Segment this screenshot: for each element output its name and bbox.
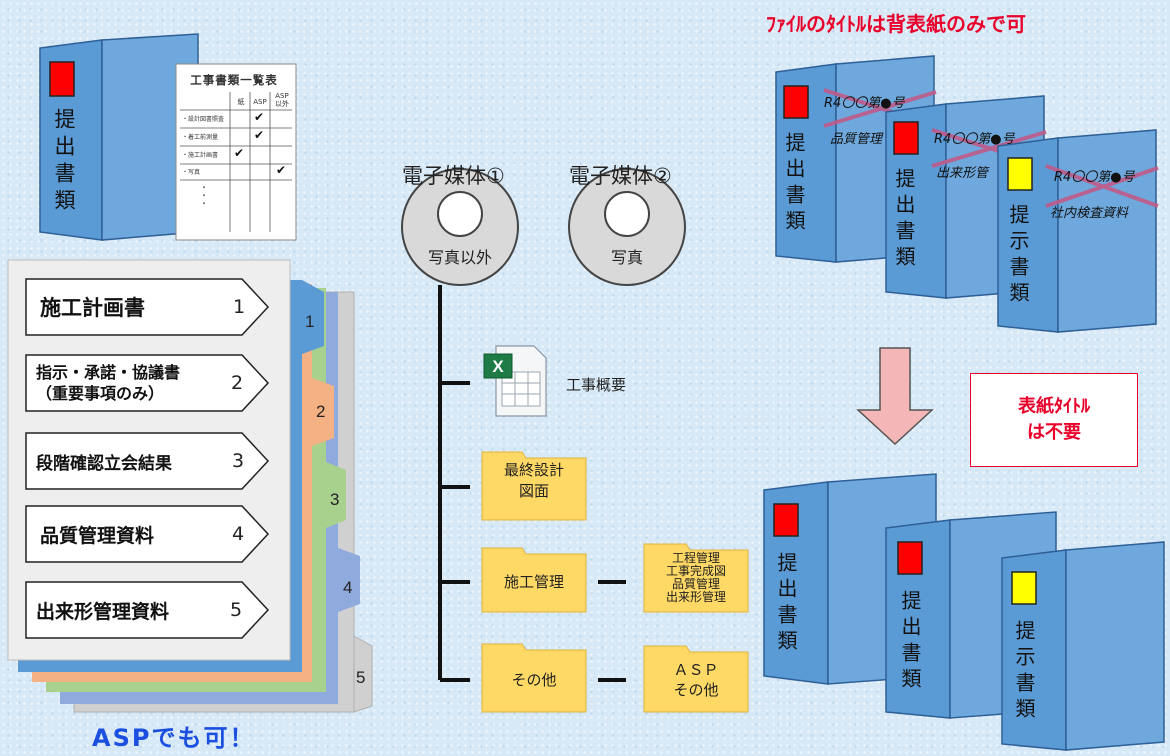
old-binder-1-sub-title: 品質管理 xyxy=(830,132,883,147)
excel-file-icon: X xyxy=(483,345,547,417)
red-label xyxy=(49,61,75,97)
index-card-3-number: 3 xyxy=(232,450,245,472)
old-binder-1-label: 提出書類 xyxy=(782,132,806,236)
old-binder-3-label: 提示書類 xyxy=(1006,204,1030,308)
index-card-1-shape xyxy=(25,278,270,336)
check-icon: ✔ xyxy=(234,146,245,160)
index-card-4-label: 品質管理資料 xyxy=(40,524,155,547)
media-disc-2 xyxy=(568,168,686,286)
check-icon: ✔ xyxy=(254,110,265,124)
tab-number-5: 5 xyxy=(356,668,366,687)
old-binder-3 xyxy=(997,129,1159,333)
doc-row: ・写真 xyxy=(182,169,201,176)
folder-shapes xyxy=(481,451,749,713)
doc-row: ・施工計画書 xyxy=(182,152,219,159)
index-card-2-number: 2 xyxy=(231,372,244,394)
folder-design-label: 最終設計 図面 xyxy=(503,461,564,500)
folder-other xyxy=(481,643,587,713)
footer-note: ASPでも可！ xyxy=(92,724,256,752)
new-binder-1-label: 提出書類 xyxy=(774,552,798,656)
header-note: ﾌｧｲﾙのﾀｲﾄﾙは背表紙のみで可 xyxy=(766,12,1026,36)
new-binder-3 xyxy=(1001,541,1165,751)
document-list-title: 工事書類一覧表 xyxy=(190,73,278,87)
index-card-5-label: 出来形管理資料 xyxy=(36,600,170,623)
tab-number-2: 2 xyxy=(316,402,326,421)
excel-label: 工事概要 xyxy=(566,376,627,394)
doc-col-non-asp: ASP 以外 xyxy=(275,92,289,108)
index-card-4-number: 4 xyxy=(232,523,245,545)
cover-note-line-2: は不要 xyxy=(1027,422,1081,443)
folder-other-contents-text: ＡＳＰ その他 xyxy=(673,661,719,699)
top-left-binder-label: 提出書類 xyxy=(52,108,76,216)
divider-tab-4 xyxy=(338,548,360,612)
divider-tab-3 xyxy=(326,462,346,528)
folder-construction-contents-text: 工程管理 工事完成図 品質管理 出来形管理 xyxy=(665,551,726,604)
media-1-sub: 写真以外 xyxy=(427,248,492,267)
index-card-4-shape xyxy=(25,505,270,563)
index-card-3-label: 段階確認立会結果 xyxy=(36,453,172,474)
old-binder-1-spine-title: R4〇〇第●号 xyxy=(824,96,905,111)
doc-row: ・設計図書照査 xyxy=(182,116,225,123)
doc-col-asp: ASP xyxy=(253,98,267,106)
folder-other-label: その他 xyxy=(511,671,557,689)
index-card-1-label: 施工計画書 xyxy=(40,296,145,320)
tree-lines xyxy=(438,285,626,682)
folder-construction-label: 施工管理 xyxy=(503,573,564,591)
folder-construction xyxy=(481,547,587,613)
folder-design xyxy=(481,451,587,521)
index-card-5-number: 5 xyxy=(230,599,243,621)
media-2-sub: 写真 xyxy=(610,248,643,267)
media-disc-1 xyxy=(401,168,519,286)
new-binder-2-label: 提出書類 xyxy=(898,590,922,694)
old-binder-3-sub-title: 社内検査資料 xyxy=(1050,206,1129,221)
divider-tab-1 xyxy=(302,280,324,354)
check-icon: ✔ xyxy=(254,128,265,142)
tab-number-4: 4 xyxy=(343,578,353,597)
index-card-5-shape xyxy=(25,581,270,639)
index-card-shapes xyxy=(25,278,270,639)
old-binder-2-spine-title: R4〇〇第●号 xyxy=(934,132,1015,147)
media-2-title: 電子媒体② xyxy=(569,164,672,188)
down-arrow-icon xyxy=(856,347,934,446)
sheet-border xyxy=(175,63,297,241)
tab-number-1: 1 xyxy=(305,312,315,331)
index-card-1-number: 1 xyxy=(233,296,246,318)
media-1-title: 電子媒体① xyxy=(402,164,505,188)
doc-row: ・着工前測量 xyxy=(182,134,219,141)
divider-tab-2 xyxy=(312,378,334,446)
index-card-2-label: 指示・承諾・協議書 （重要事項のみ） xyxy=(36,363,181,403)
old-binder-3-spine-title: R4〇〇第●号 xyxy=(1054,170,1135,185)
index-card-3-shape xyxy=(25,432,270,490)
divider-tab-5 xyxy=(353,635,373,713)
old-binder-2-sub-title: 出来形管 xyxy=(936,166,989,181)
document-list-sheet xyxy=(175,63,297,241)
check-icon: ✔ xyxy=(276,163,287,177)
tab-number-3: 3 xyxy=(330,490,340,509)
doc-ellipsis: ・ ・ ・ xyxy=(200,183,208,208)
index-card-2-shape xyxy=(25,354,270,412)
top-left-binder xyxy=(39,33,199,241)
folder-construction-contents xyxy=(643,543,749,613)
svg-text:X: X xyxy=(492,357,504,376)
doc-col-paper: 紙 xyxy=(237,98,245,106)
cover-note-line-1: 表紙ﾀｲﾄﾙ xyxy=(1018,396,1090,417)
folder-other-contents xyxy=(643,645,749,713)
old-binder-2-label: 提出書類 xyxy=(892,168,916,272)
new-binder-3-label: 提示書類 xyxy=(1012,620,1036,724)
cover-title-note: 表紙ﾀｲﾄﾙ は不要 xyxy=(970,373,1138,467)
